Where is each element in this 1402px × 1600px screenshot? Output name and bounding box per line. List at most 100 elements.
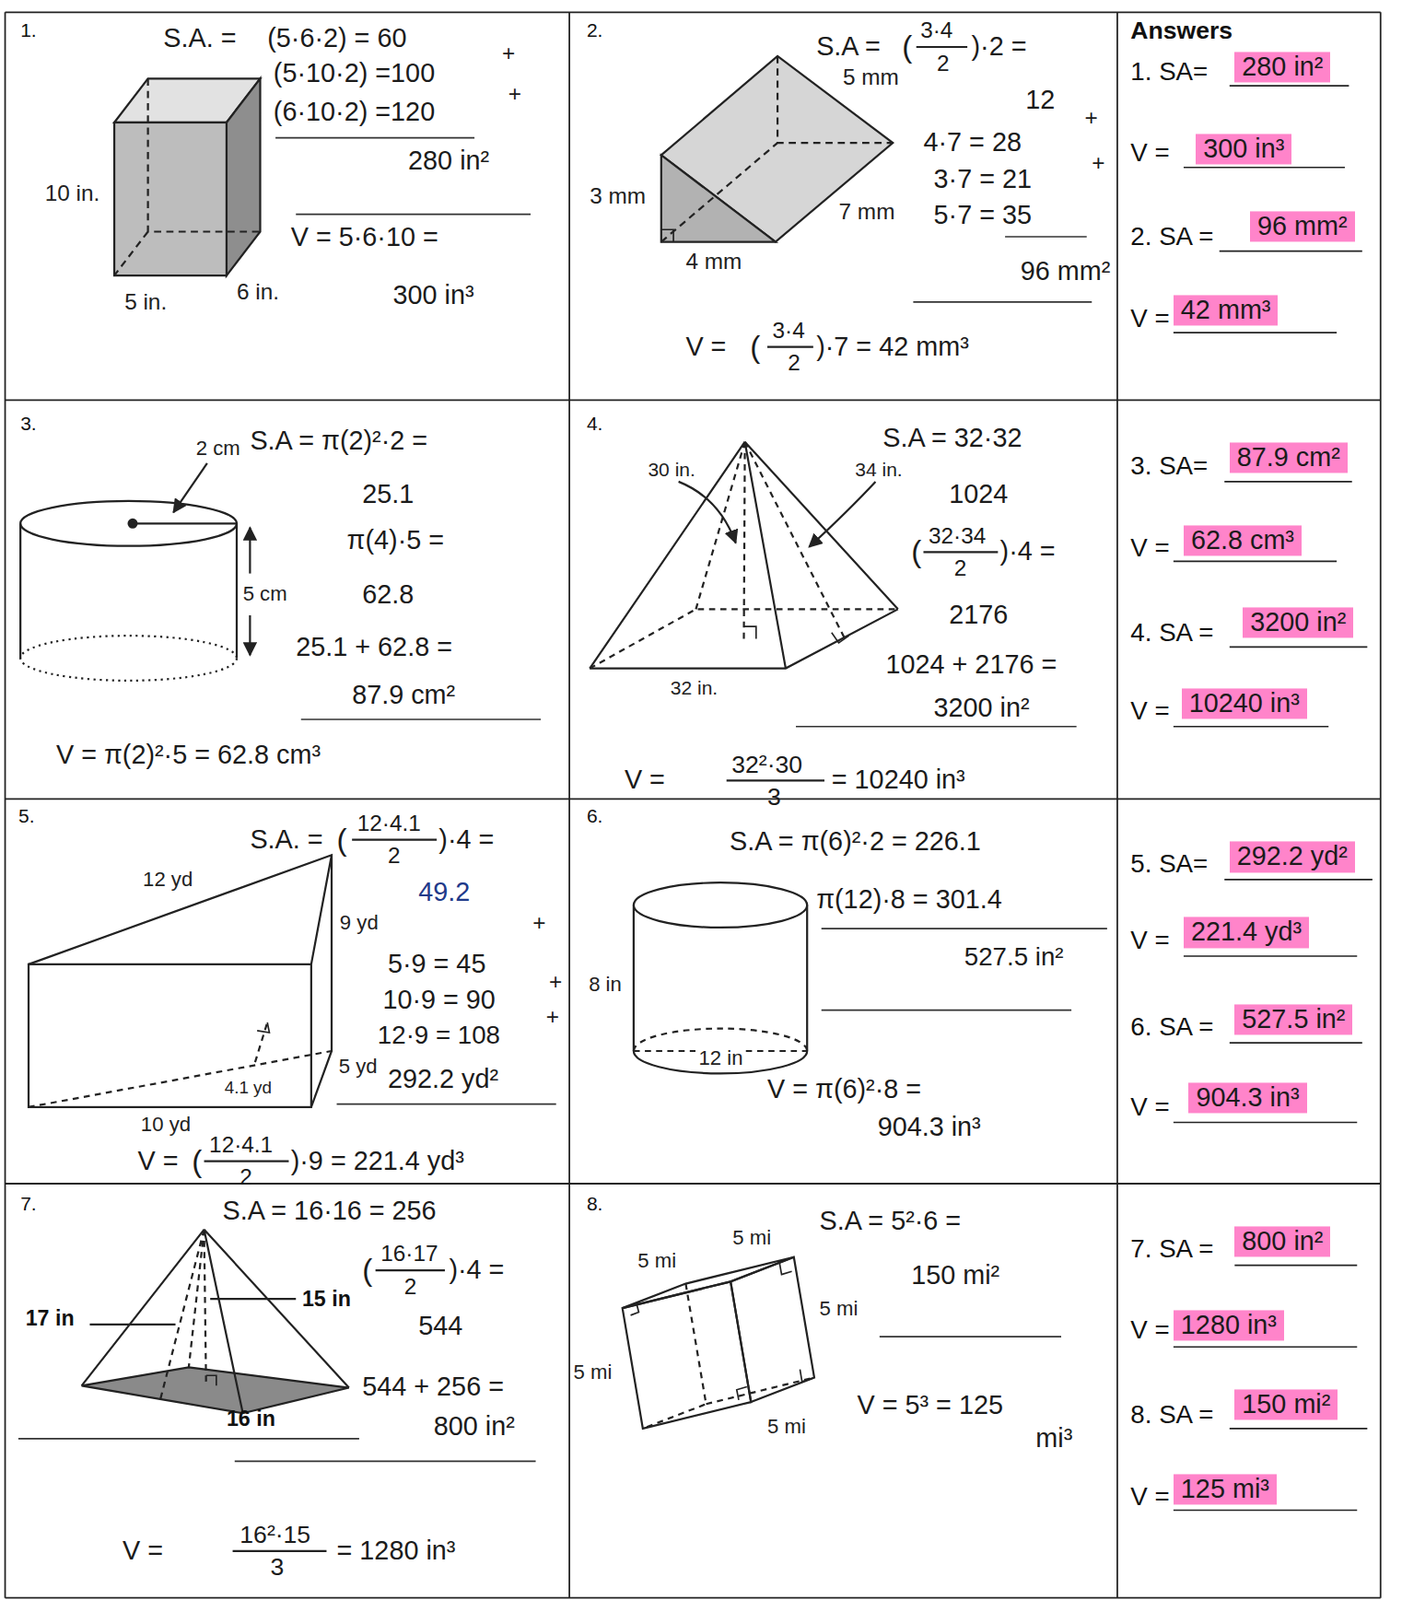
dimension-label: 30 in.	[647, 457, 695, 480]
worksheet-grid	[5, 398, 1381, 401]
dimension-label: 32 in.	[670, 676, 718, 699]
answer-underline	[1173, 331, 1337, 334]
highlighted-answer: 527.5 in²	[1234, 1004, 1353, 1035]
handwritten-work: V = 5·6·10 =	[291, 222, 439, 254]
fraction-bar	[922, 550, 998, 553]
answer-underline	[1183, 166, 1345, 169]
work-underline	[18, 138, 1108, 1462]
handwritten-work: 12·9 = 108	[377, 1020, 501, 1051]
fraction-bar	[204, 1160, 290, 1163]
problem-number: 3.	[20, 412, 37, 435]
worksheet-grid	[568, 11, 571, 1598]
handwritten-work: 292.2 yd²	[387, 1063, 499, 1095]
handwritten-work: 2	[954, 555, 968, 582]
work-underline	[295, 213, 531, 216]
answer-underline	[1234, 1264, 1357, 1267]
triangular-prism	[28, 854, 332, 1108]
handwritten-work: 12·4.1	[209, 1132, 273, 1158]
problem-number: 2.	[586, 19, 604, 42]
answer-prompt: V =	[1130, 533, 1169, 563]
problem-number: 8.	[586, 1192, 604, 1216]
handwritten-work: V =	[624, 765, 666, 796]
square-pyramid	[81, 1229, 350, 1414]
highlighted-answer: 62.8 cm³	[1183, 525, 1302, 557]
handwritten-work: 3·4	[772, 317, 806, 344]
answer-underline	[1173, 1509, 1357, 1512]
problem-number: 6.	[586, 805, 604, 828]
highlighted-answer: 96 mm²	[1250, 210, 1356, 242]
handwritten-work: 3	[270, 1553, 285, 1582]
handwritten-work: = 10240 in³	[831, 765, 966, 796]
handwritten-work: π(4)·5 =	[347, 525, 445, 557]
problem-number: 1.	[20, 19, 37, 42]
handwritten-work: 3·4	[920, 17, 953, 44]
dimension-label: 5 yd	[338, 1054, 378, 1078]
handwritten-work: 280 in²	[408, 145, 490, 176]
handwritten-work: 1024 + 2176 =	[885, 650, 1057, 681]
triangular-prism	[661, 154, 776, 242]
fraction-bar	[351, 839, 437, 842]
handwritten-work: V =	[122, 1535, 164, 1566]
handwritten-work: 527.5 in²	[964, 942, 1064, 972]
answers-heading: Answers	[1130, 16, 1233, 46]
cube	[730, 1257, 815, 1402]
dimension-label: 6 in.	[236, 279, 280, 305]
answer-underline	[1183, 955, 1357, 958]
cube	[779, 1262, 792, 1274]
square-pyramid	[744, 626, 757, 639]
dimension-label: 2 cm	[196, 437, 241, 461]
answer-prompt: 1. SA=	[1130, 57, 1208, 87]
handwritten-work: 300 in³	[392, 280, 474, 312]
answer-underline	[1173, 85, 1373, 1510]
work-underline	[275, 137, 475, 140]
highlighted-answer: 125 mi³	[1173, 1474, 1277, 1506]
handwritten-work: S.A = 16·16 = 256	[221, 1195, 436, 1227]
highlighted-answer: 280 in²	[1234, 52, 1331, 83]
highlighted-answer: 150 mi²	[1234, 1390, 1338, 1421]
handwritten-work: V = 5³ = 125	[856, 1390, 1004, 1422]
answer-underline	[1173, 560, 1337, 562]
answer-prompt: V =	[1130, 925, 1169, 956]
handwritten-work: (	[191, 1143, 202, 1179]
highlighted-answer: 10240 in³	[1181, 689, 1308, 720]
handwritten-work: 5·9 = 45	[387, 948, 486, 980]
handwritten-work: 904.3 in³	[877, 1111, 982, 1143]
worksheet-grid	[1379, 11, 1382, 1598]
handwritten-work: (	[911, 534, 922, 570]
handwritten-work: 4·7 = 28	[922, 128, 1021, 159]
worksheet-grid	[5, 11, 1381, 13]
dimension-label: 3 mm	[589, 183, 646, 210]
dimension-label: 4 mm	[685, 248, 742, 275]
square-pyramid	[89, 1323, 176, 1326]
fraction-bar	[916, 46, 968, 48]
fraction-bar	[375, 1269, 445, 1272]
answer-underline	[1219, 250, 1363, 253]
square-pyramid	[808, 481, 876, 548]
handwritten-work: 62.8	[362, 579, 414, 610]
work-underline	[795, 725, 1077, 728]
handwritten-work: (5·6·2) = 60	[267, 23, 407, 55]
cylinder	[633, 882, 807, 928]
problem-number: 7.	[20, 1192, 37, 1216]
square-pyramid	[210, 1297, 296, 1300]
dimension-label: 7 mm	[839, 198, 896, 225]
cube	[736, 1386, 748, 1400]
dimension-label: 10 in.	[45, 180, 101, 207]
handwritten-work: mi³	[1035, 1423, 1073, 1454]
cube	[622, 1257, 815, 1429]
dimension-label: 5 mi	[573, 1360, 613, 1384]
cube	[799, 1369, 812, 1382]
rectangular-prism	[114, 78, 260, 276]
dimension-label: 4.1 yd	[224, 1077, 272, 1099]
handwritten-work: )·7 = 42 mm³	[816, 331, 970, 363]
cylinder	[20, 523, 237, 658]
square-pyramid	[81, 1366, 350, 1414]
handwritten-work: (5·10·2) =100	[273, 58, 435, 89]
cylinder	[20, 635, 237, 681]
answer-prompt: 8. SA =	[1130, 1400, 1214, 1430]
work-underline	[1004, 235, 1087, 238]
worksheet-grid	[4, 11, 7, 1598]
dimension-label: 16 in	[226, 1405, 276, 1431]
worksheet-grid	[5, 1182, 1381, 1185]
